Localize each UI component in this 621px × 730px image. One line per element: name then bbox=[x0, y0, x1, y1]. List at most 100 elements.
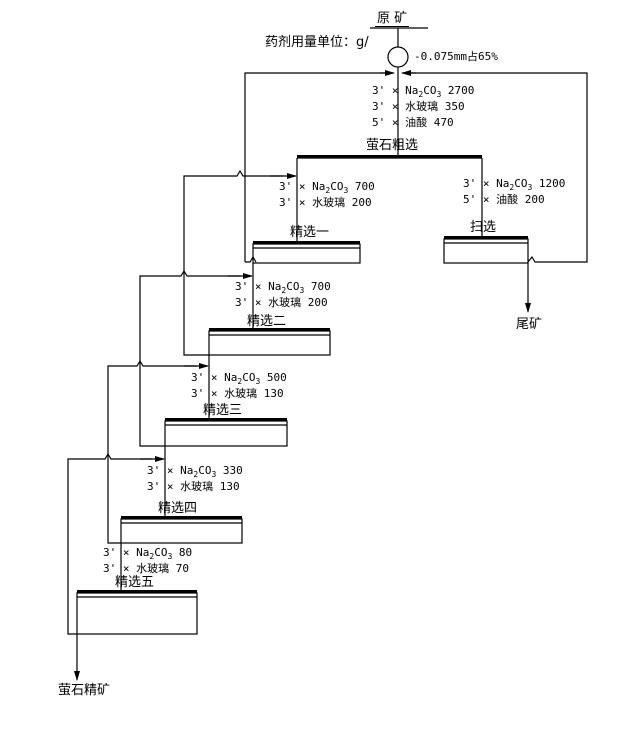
reagent-time: 3' bbox=[279, 180, 299, 193]
rougher-cell bbox=[297, 155, 482, 158]
reagent-name: 水玻璃 bbox=[312, 196, 346, 209]
feed-label: 原 矿 bbox=[375, 11, 410, 27]
reagent-time: 3' bbox=[235, 296, 255, 309]
reagent-time: 3' bbox=[191, 371, 211, 384]
cleaner3-label: 精选三 bbox=[203, 403, 243, 418]
grinding-circle bbox=[387, 46, 409, 68]
reagent-name: 水玻璃 bbox=[268, 296, 302, 309]
reagent-line: 3' × 水玻璃 200 bbox=[279, 196, 372, 210]
addition-mark-icon: × bbox=[166, 480, 181, 493]
addition-mark-icon: × bbox=[122, 546, 137, 559]
concentrate-label: 萤石精矿 bbox=[58, 683, 111, 698]
addition-mark-icon: × bbox=[254, 296, 269, 309]
reagent-time: 3' bbox=[372, 84, 392, 97]
cleaner4-return bbox=[107, 359, 196, 544]
reagent-line: 3' × Na2CO3 700 bbox=[279, 180, 375, 198]
reagent-time: 3' bbox=[147, 464, 167, 477]
reagent-dose: 500 bbox=[260, 371, 287, 384]
cleaner4-label: 精选四 bbox=[158, 501, 198, 516]
addition-mark-icon: × bbox=[298, 196, 313, 209]
reagent-unit-note: 药剂用量单位：g/ bbox=[265, 35, 369, 50]
addition-mark-icon: × bbox=[482, 193, 497, 206]
reagent-line: 3' × 水玻璃 70 bbox=[103, 562, 189, 576]
reagent-line: 3' × Na2CO3 700 bbox=[235, 280, 331, 298]
cleaner2-cell bbox=[208, 330, 331, 356]
reagent-time: 3' bbox=[191, 387, 211, 400]
reagent-time: 3' bbox=[235, 280, 255, 293]
cleaner1-cell bbox=[252, 243, 361, 264]
reagent-name: Na2CO3 bbox=[224, 371, 261, 386]
reagent-line: 3' × Na2CO3 2700 bbox=[372, 84, 474, 102]
reagent-line: 3' × Na2CO3 500 bbox=[191, 371, 287, 389]
cleaner1-label: 精选一 bbox=[290, 225, 330, 240]
reagent-line: 3' × 水玻璃 200 bbox=[235, 296, 328, 310]
addition-mark-icon: × bbox=[122, 562, 137, 575]
cleaner5-return bbox=[67, 452, 152, 635]
reagent-time: 3' bbox=[463, 177, 483, 190]
reagent-name: Na2CO3 bbox=[136, 546, 173, 561]
reagent-name: 水玻璃 bbox=[224, 387, 258, 400]
reagent-time: 3' bbox=[103, 562, 123, 575]
reagent-line: 5' × 油酸 470 bbox=[372, 116, 454, 130]
reagent-name: 水玻璃 bbox=[180, 480, 214, 493]
scavenger-label: 扫选 bbox=[470, 220, 497, 235]
tailings-label: 尾矿 bbox=[516, 317, 543, 332]
addition-mark-icon: × bbox=[254, 280, 269, 293]
cleaner2-return bbox=[183, 169, 283, 356]
reagent-name: Na2CO3 bbox=[496, 177, 533, 192]
cleaner3-cell bbox=[164, 420, 288, 447]
return-loop-top bbox=[244, 72, 588, 263]
rougher-label: 萤石粗选 bbox=[366, 138, 419, 153]
reagent-dose: 700 bbox=[304, 280, 331, 293]
reagent-line: 5' × 油酸 200 bbox=[463, 193, 545, 207]
reagent-name: 水玻璃 bbox=[405, 100, 439, 113]
reagent-dose: 130 bbox=[257, 387, 284, 400]
reagent-dose: 200 bbox=[518, 193, 545, 206]
reagent-time: 5' bbox=[372, 116, 392, 129]
reagent-dose: 80 bbox=[172, 546, 193, 559]
grinding-spec: -0.075mm占65% bbox=[414, 50, 498, 63]
reagent-dose: 700 bbox=[348, 180, 375, 193]
cleaner5-label: 精选五 bbox=[115, 575, 155, 590]
reagent-name: Na2CO3 bbox=[312, 180, 349, 195]
reagent-name: Na2CO3 bbox=[180, 464, 217, 479]
reagent-time: 3' bbox=[279, 196, 299, 209]
addition-mark-icon: × bbox=[166, 464, 181, 477]
addition-mark-icon: × bbox=[391, 116, 406, 129]
reagent-dose: 1200 bbox=[532, 177, 566, 190]
reagent-dose: 470 bbox=[427, 116, 454, 129]
reagent-dose: 70 bbox=[169, 562, 189, 575]
reagent-dose: 330 bbox=[216, 464, 243, 477]
reagent-line: 3' × 水玻璃 130 bbox=[191, 387, 284, 401]
reagent-name: 油酸 bbox=[405, 116, 428, 129]
addition-mark-icon: × bbox=[298, 180, 313, 193]
reagent-name: 水玻璃 bbox=[136, 562, 170, 575]
addition-mark-icon: × bbox=[391, 100, 406, 113]
scavenger-cell bbox=[443, 238, 529, 264]
reagent-line: 3' × Na2CO3 330 bbox=[147, 464, 243, 482]
reagent-time: 3' bbox=[372, 100, 392, 113]
reagent-dose: 2700 bbox=[441, 84, 475, 97]
reagent-name: Na2CO3 bbox=[268, 280, 305, 295]
addition-mark-icon: × bbox=[482, 177, 497, 190]
cleaner4-cell bbox=[120, 518, 243, 544]
reagent-dose: 130 bbox=[213, 480, 240, 493]
addition-mark-icon: × bbox=[210, 371, 225, 384]
reagent-line: 3' × Na2CO3 80 bbox=[103, 546, 192, 564]
reagent-dose: 200 bbox=[301, 296, 328, 309]
addition-mark-icon: × bbox=[210, 387, 225, 400]
cleaner5-cell bbox=[76, 592, 198, 635]
reagent-name: 油酸 bbox=[496, 193, 519, 206]
reagent-time: 3' bbox=[147, 480, 167, 493]
reagent-line: 3' × 水玻璃 130 bbox=[147, 480, 240, 494]
reagent-dose: 350 bbox=[438, 100, 465, 113]
reagent-time: 3' bbox=[103, 546, 123, 559]
reagent-dose: 200 bbox=[345, 196, 372, 209]
addition-mark-icon: × bbox=[391, 84, 406, 97]
reagent-line: 3' × Na2CO3 1200 bbox=[463, 177, 565, 195]
reagent-line: 3' × 水玻璃 350 bbox=[372, 100, 465, 114]
cleaner2-label: 精选二 bbox=[247, 314, 287, 329]
reagent-time: 5' bbox=[463, 193, 483, 206]
cleaner3-return bbox=[139, 269, 240, 447]
